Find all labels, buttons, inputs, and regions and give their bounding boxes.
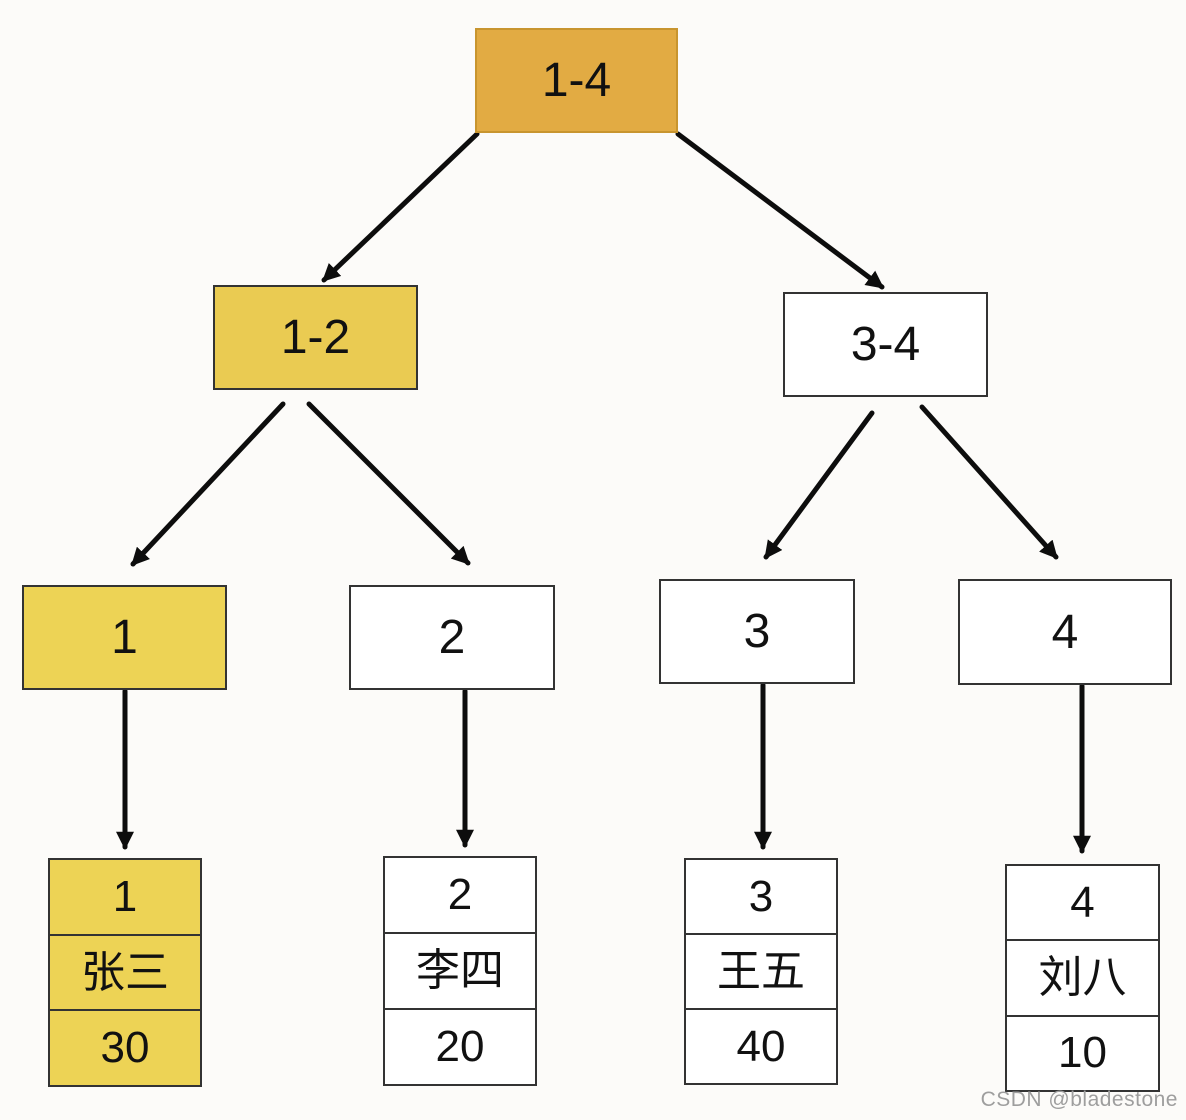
arrow-1-2-to-2 <box>306 401 471 566</box>
csdn-watermark: CSDN @bladestone <box>980 1088 1178 1111</box>
record-card-2: 2 李四 20 <box>383 856 537 1086</box>
node-label: 1-2 <box>280 311 351 364</box>
leaf-node-4: 4 <box>958 579 1172 685</box>
node-label: 3 <box>743 605 771 658</box>
arrow-3-4-to-4 <box>919 404 1059 560</box>
record-index: 3 <box>686 860 836 935</box>
record-name: 李四 <box>385 934 535 1010</box>
node-range-3-4: 3-4 <box>783 292 988 397</box>
record-name: 王五 <box>686 935 836 1010</box>
record-index: 2 <box>385 858 535 934</box>
leaf-node-3: 3 <box>659 579 855 684</box>
arrow-1-4-to-1-2 <box>321 131 480 283</box>
arrow-1-4-to-3-4 <box>675 131 885 290</box>
arrow-3-4-to-3 <box>763 410 875 560</box>
node-range-1-4: 1-4 <box>475 28 678 133</box>
record-card-3: 3 王五 40 <box>684 858 838 1085</box>
node-label: 2 <box>438 611 466 664</box>
leaf-node-1: 1 <box>22 585 227 690</box>
node-label: 1-4 <box>541 54 612 107</box>
record-value: 20 <box>435 1022 485 1071</box>
record-value: 40 <box>736 1021 786 1071</box>
record-value: 30 <box>100 1023 150 1073</box>
record-name: 刘八 <box>1007 941 1158 1017</box>
node-label: 1 <box>111 611 138 664</box>
node-label: 3-4 <box>850 318 921 371</box>
record-index: 4 <box>1007 866 1158 942</box>
record-value: 10 <box>1058 1028 1107 1078</box>
record-card-1: 1 张三 30 <box>48 858 202 1087</box>
record-name: 张三 <box>50 936 200 1012</box>
record-card-4: 4 刘八 10 <box>1005 864 1160 1092</box>
node-range-1-2: 1-2 <box>213 285 418 390</box>
node-label: 4 <box>1051 605 1079 659</box>
record-index: 1 <box>50 860 200 936</box>
leaf-node-2: 2 <box>349 585 555 690</box>
arrow-1-2-to-1 <box>130 401 286 567</box>
